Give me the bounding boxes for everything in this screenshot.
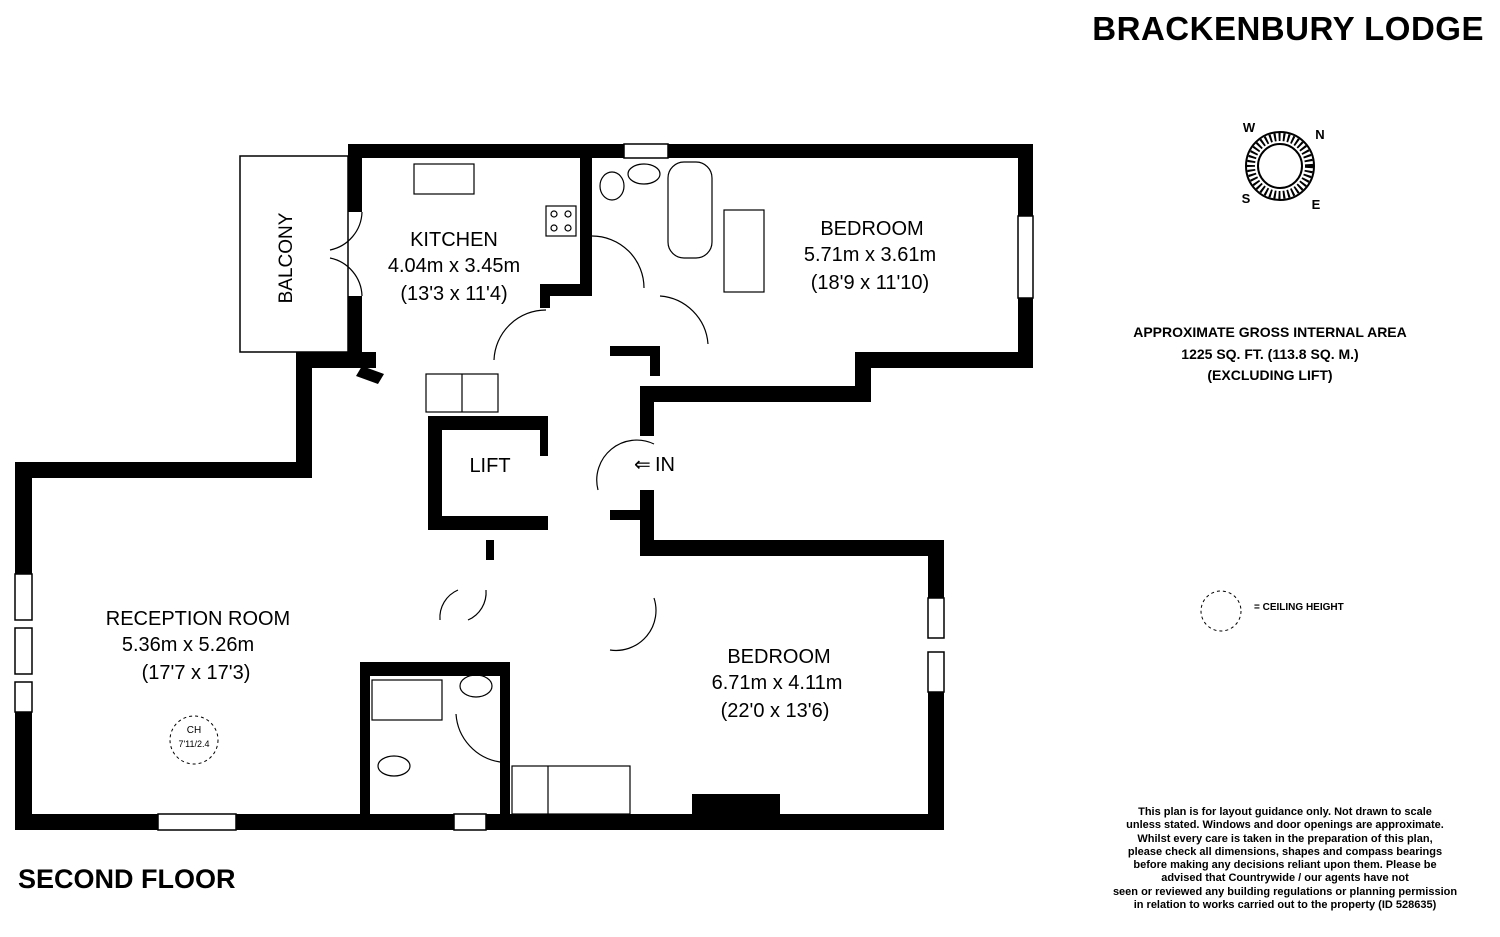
bedroom2-name: BEDROOM bbox=[727, 646, 830, 668]
bedroom1-name: BEDROOM bbox=[820, 218, 923, 240]
compass-n: N bbox=[1315, 127, 1324, 142]
balcony-label: BALCONY bbox=[276, 212, 297, 303]
ceiling-height-value: 7'11/2.4 bbox=[178, 739, 209, 749]
kitchen-name: KITCHEN bbox=[410, 229, 498, 251]
balcony-outline bbox=[239, 155, 349, 353]
disclaimer-line: This plan is for layout guidance only. N… bbox=[1138, 806, 1432, 818]
ceiling-height-label: CH bbox=[187, 725, 201, 736]
basin bbox=[627, 163, 661, 185]
compass-s: S bbox=[1242, 191, 1251, 206]
reception-name: RECEPTION ROOM bbox=[106, 608, 290, 630]
wardrobe bbox=[723, 209, 765, 293]
kitchen-imperial: (13'3 x 11'4) bbox=[400, 283, 507, 305]
wardrobe-2 bbox=[511, 765, 631, 815]
compass-icon: W N S E bbox=[1242, 120, 1325, 212]
walls bbox=[15, 144, 1033, 830]
ceiling-height-legend: = CEILING HEIGHT bbox=[1254, 602, 1344, 613]
ensuite-basin bbox=[459, 674, 493, 698]
room-kitchen: KITCHEN 4.04m x 3.45m (13'3 x 11'4) bbox=[388, 229, 520, 305]
reception-metric: 5.36m x 5.26m bbox=[122, 634, 254, 656]
fixtures bbox=[371, 161, 765, 815]
disclaimer-line: unless stated. Windows and door openings… bbox=[1126, 819, 1444, 832]
lift-label: LIFT bbox=[469, 455, 510, 477]
bathtub bbox=[667, 161, 713, 259]
ceiling-height-legend-icon bbox=[1200, 590, 1242, 632]
disclaimer: This plan is for layout guidance only. N… bbox=[1090, 806, 1480, 912]
reception-imperial: (17'7 x 17'3) bbox=[142, 662, 251, 684]
room-balcony: BALCONY bbox=[276, 212, 297, 303]
room-bedroom-1: BEDROOM 5.71m x 3.61m (18'9 x 11'10) bbox=[804, 218, 936, 294]
disclaimer-line: please check all dimensions, shapes and … bbox=[1127, 845, 1443, 858]
area-line-2: 1225 SQ. FT. (113.8 SQ. M.) bbox=[1181, 346, 1359, 362]
bedroom2-imperial: (22'0 x 13'6) bbox=[721, 700, 830, 722]
disclaimer-line: seen or reviewed any building regulation… bbox=[1112, 885, 1458, 898]
kitchen-sink bbox=[413, 163, 475, 195]
bedroom2-metric: 6.71m x 4.11m bbox=[712, 672, 843, 694]
room-bedroom-2: BEDROOM 6.71m x 4.11m (22'0 x 13'6) bbox=[712, 646, 843, 722]
ceiling-height-marker: CH 7'11/2.4 bbox=[169, 715, 219, 765]
toilet bbox=[599, 171, 625, 201]
disclaimer-line: before making any decisions reliant upon… bbox=[1133, 859, 1437, 872]
area-line-1: APPROXIMATE GROSS INTERNAL AREA bbox=[1133, 324, 1407, 340]
kitchen-metric: 4.04m x 3.45m bbox=[388, 255, 520, 277]
building-title: BRACKENBURY LODGE bbox=[1092, 10, 1484, 47]
entrance-arrow-icon: ⇐ bbox=[634, 454, 651, 476]
entrance: ⇐ IN bbox=[634, 454, 675, 476]
kitchen-hob bbox=[545, 205, 577, 237]
entrance-label: IN bbox=[655, 454, 675, 476]
compass-e: E bbox=[1312, 197, 1321, 212]
compass-w: W bbox=[1243, 120, 1256, 135]
bedroom1-imperial: (18'9 x 11'10) bbox=[811, 272, 929, 294]
room-lift: LIFT bbox=[469, 455, 510, 477]
ensuite-toilet bbox=[377, 755, 411, 777]
room-reception: RECEPTION ROOM 5.36m x 5.26m (17'7 x 17'… bbox=[106, 608, 290, 684]
area-line-3: (EXCLUDING LIFT) bbox=[1207, 367, 1333, 383]
door-swings bbox=[329, 211, 709, 763]
shower bbox=[371, 679, 443, 721]
floor-title: SECOND FLOOR bbox=[18, 864, 236, 894]
windows bbox=[14, 143, 1034, 831]
disclaimer-line: in relation to works carried out to the … bbox=[1133, 899, 1437, 912]
angled-wall bbox=[356, 366, 384, 384]
disclaimer-line: Whilst every care is taken in the prepar… bbox=[1137, 832, 1433, 845]
disclaimer-line: advised that Countrywide / our agents ha… bbox=[1161, 872, 1409, 885]
bedroom1-metric: 5.71m x 3.61m bbox=[804, 244, 936, 266]
